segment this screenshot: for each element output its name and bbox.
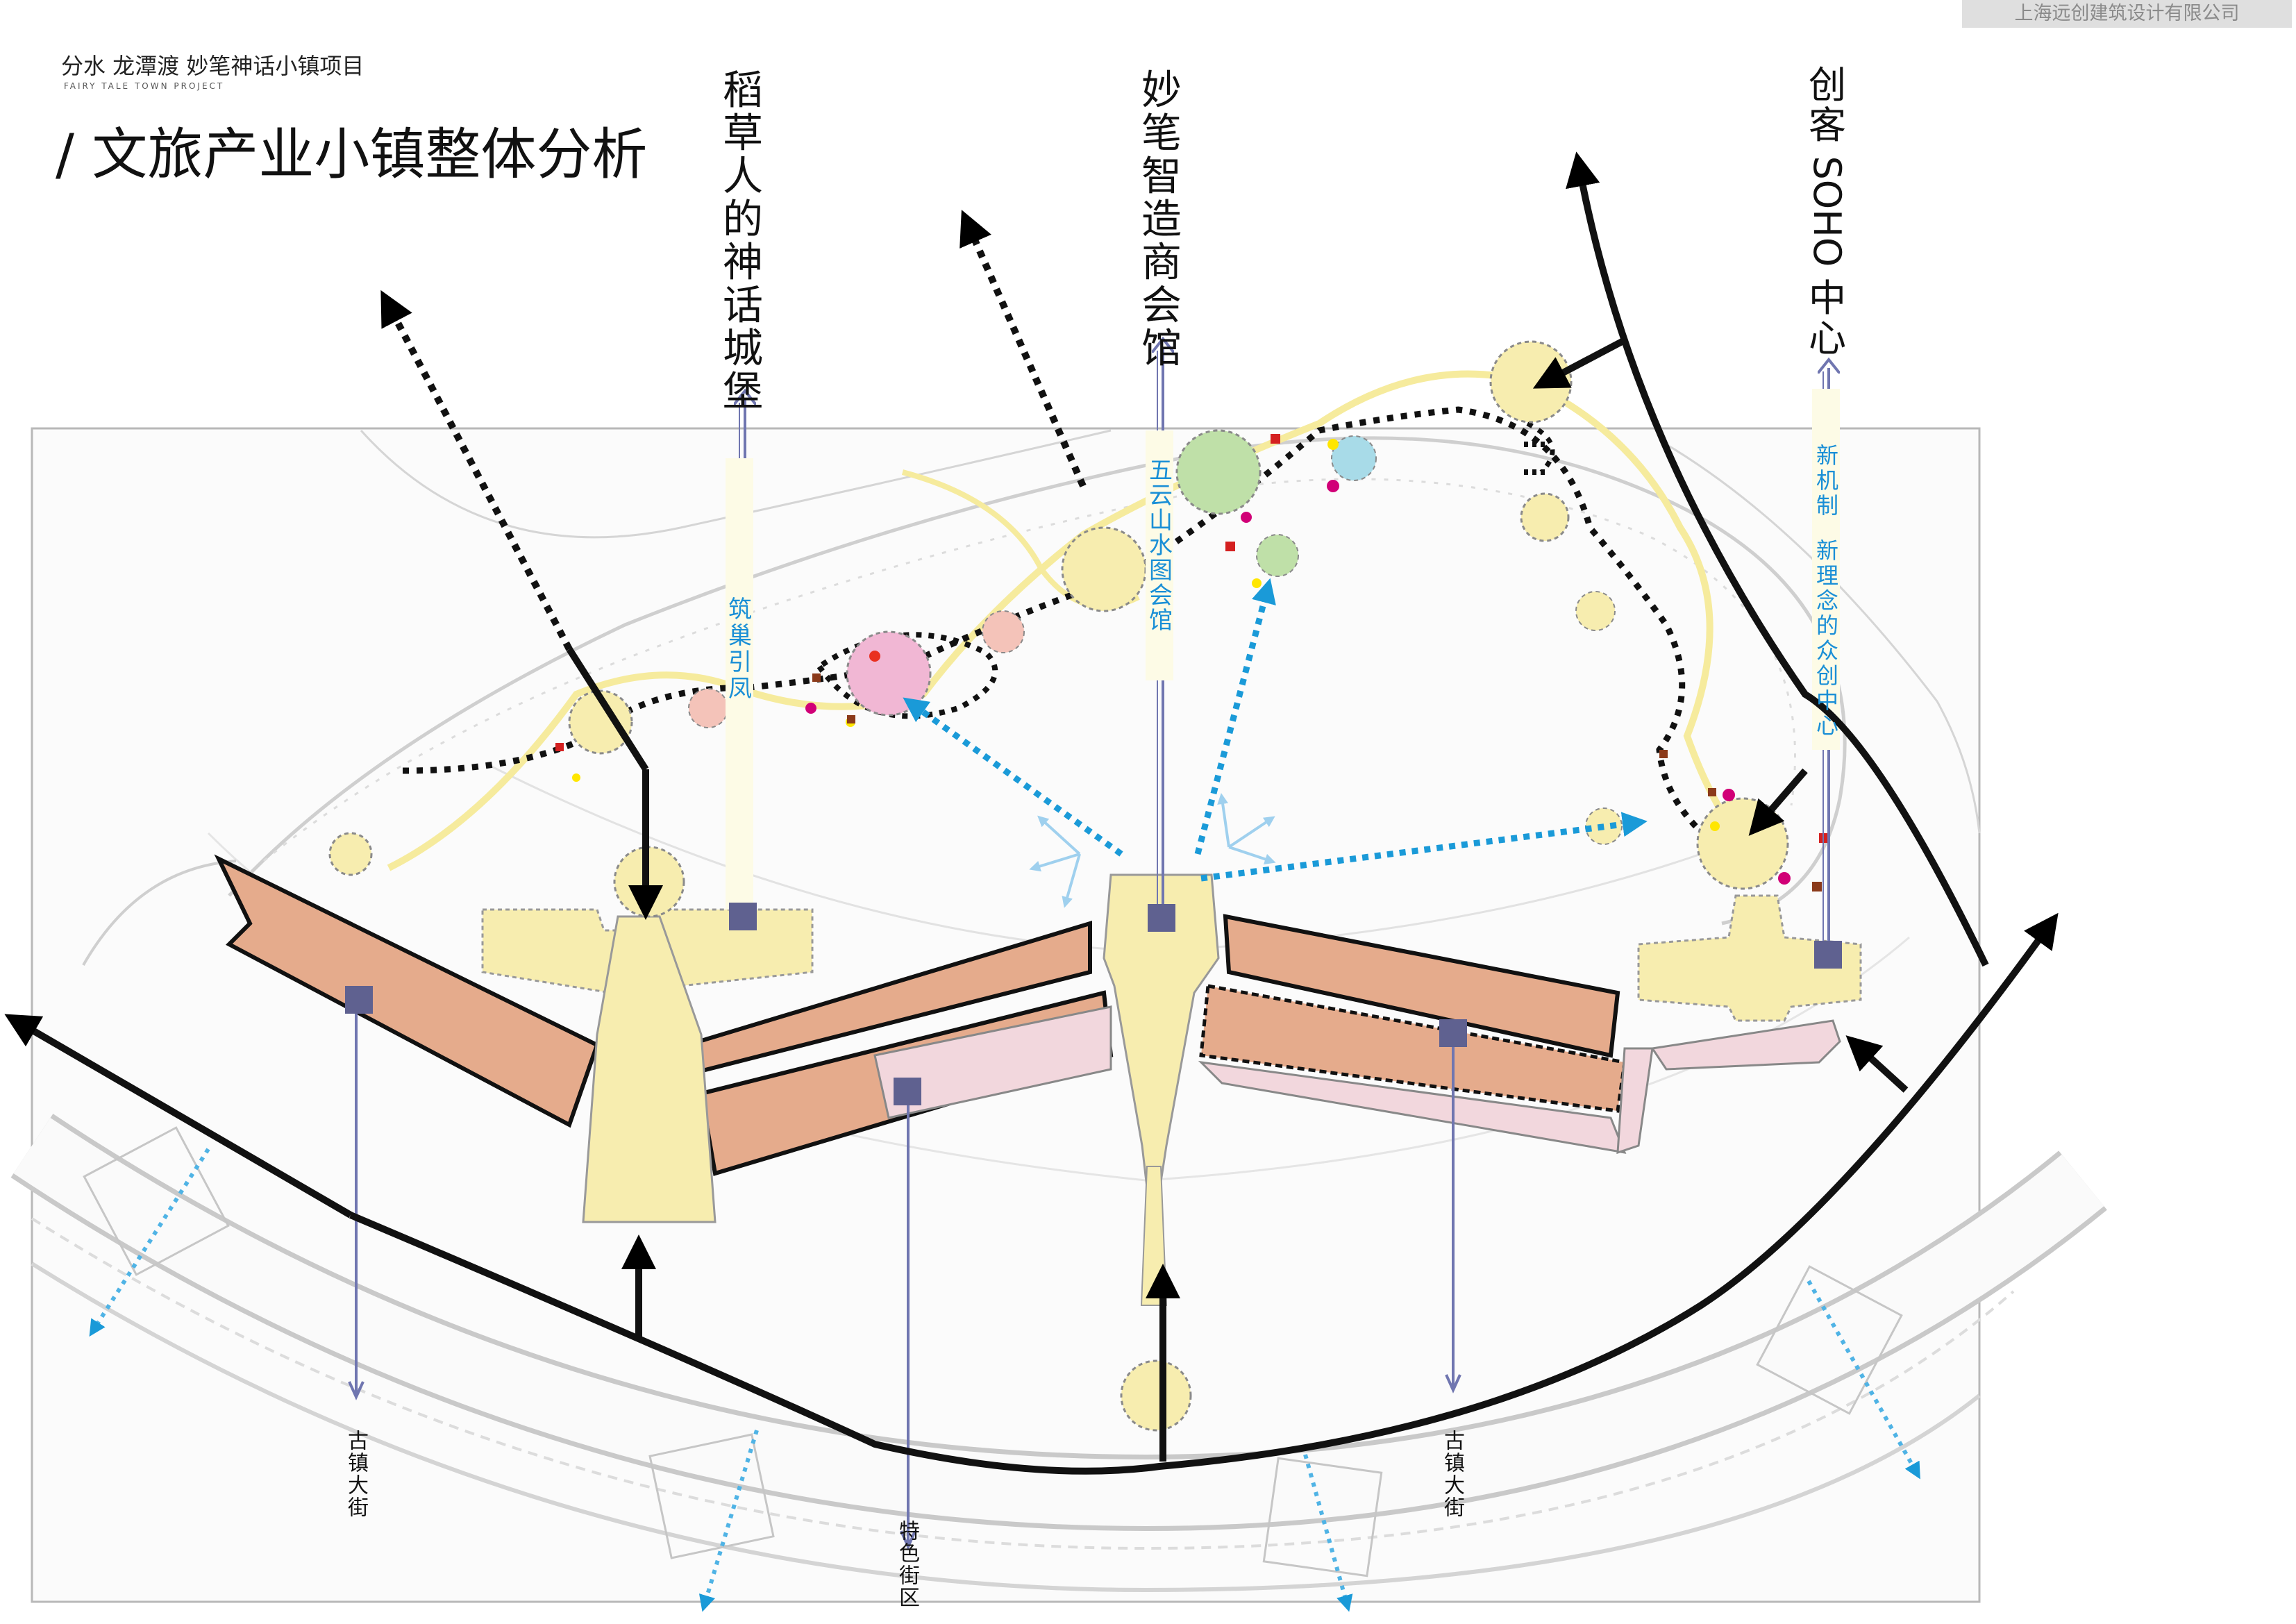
main-roads xyxy=(4,151,2059,1475)
project-subtitle: 分水 龙潭渡 妙笔神话小镇项目 xyxy=(61,53,364,79)
label-feature-block: 特色街区 xyxy=(899,1520,920,1611)
label-club: 妙笔智造商会馆 xyxy=(1141,66,1182,371)
page-title: / 文旅产业小镇整体分析 xyxy=(56,122,648,187)
vertical-label-latin: SOHO xyxy=(1805,156,1849,267)
label-wuyun: 五云山水图会馆 xyxy=(1149,457,1173,635)
label-maker: 新机制新理念的众创中心 xyxy=(1816,442,1838,739)
label-nest: 筑巢引凤 xyxy=(728,596,752,703)
amenity-markers xyxy=(555,434,1829,891)
label-panel-nest xyxy=(726,458,753,910)
label-panel-maker xyxy=(1812,389,1840,750)
blue-connection-arrows xyxy=(89,578,1920,1612)
vertical-labels: 稻草人的神话城堡 妙笔智造商会馆 创客中心 筑巢引凤 五云山水图会馆 新机制新理… xyxy=(348,63,1849,1611)
location-markers xyxy=(345,903,1842,1105)
company-name: 上海远创建筑设计有限公司 xyxy=(1962,0,2292,28)
label-soho: 创客中心 xyxy=(1809,63,1846,360)
project-subtitle-english: FAIRY TALE TOWN PROJECT xyxy=(64,81,225,91)
label-old-street-left: 古镇大街 xyxy=(348,1430,369,1521)
label-panel-wuyun xyxy=(1146,430,1173,680)
label-castle: 稻草人的神话城堡 xyxy=(723,66,763,415)
label-old-street-right: 古镇大街 xyxy=(1444,1430,1465,1521)
tour-loop-dotted xyxy=(402,406,1752,871)
dotted-arrows xyxy=(380,210,1545,651)
